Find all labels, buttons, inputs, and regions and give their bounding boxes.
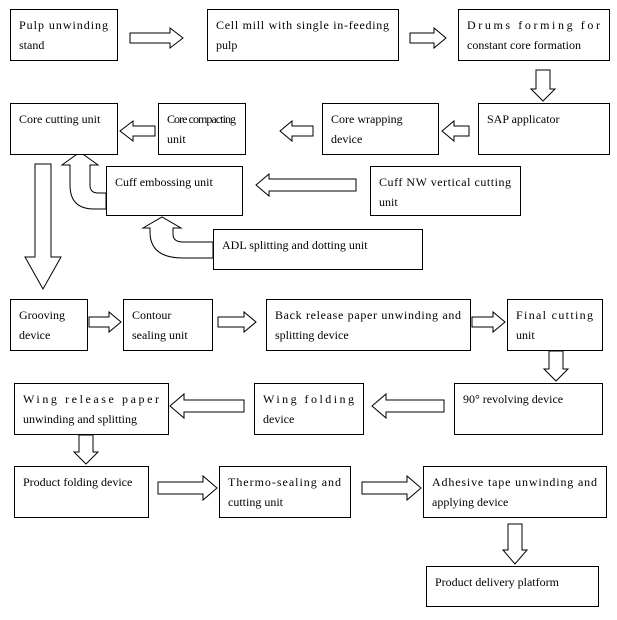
process-box-label-line: Thermo-sealing and <box>228 475 341 489</box>
flow-arrow-adl-splitting-unit-to-cuff-embossing-unit <box>141 216 214 259</box>
process-box-label-line: Contour <box>132 308 171 322</box>
process-box-label-line: device <box>19 328 50 342</box>
process-box-wing-folding-device: Wing folding device <box>254 383 364 435</box>
process-box-core-wrapping-device: Core wrapping device <box>322 103 439 155</box>
process-box-core-cutting-unit: Core cutting unit <box>10 103 118 155</box>
flow-arrow-grooving-device-to-contour-sealing-unit <box>88 310 122 334</box>
process-box-cuff-nw-cutting-unit: Cuff NW vertical cutting unit <box>370 166 521 216</box>
process-box-product-delivery-platform: Product delivery platform <box>426 566 599 607</box>
process-box-frame <box>207 9 399 61</box>
flow-arrow-revolving-device-to-wing-folding-device <box>371 392 445 420</box>
flow-arrow-core-cutting-unit-to-grooving-device <box>24 163 62 291</box>
process-box-back-release-paper: Back release paper unwinding and splittin… <box>266 299 471 351</box>
process-box-label-line: Drums forming for <box>467 18 600 32</box>
process-box-frame <box>10 299 88 351</box>
process-box-frame <box>158 103 246 155</box>
process-box-frame <box>423 466 607 518</box>
process-box-cuff-embossing-unit: Cuff embossing unit <box>106 166 243 216</box>
process-box-pulp-unwinding-stand: Pulp unwinding stand <box>10 9 118 61</box>
flow-arrow-contour-sealing-unit-to-back-release-paper <box>217 310 257 334</box>
process-box-label-line: unit <box>167 132 186 146</box>
flow-arrow-wing-folding-device-to-wing-release-paper <box>169 392 245 420</box>
process-box-grooving-device: Grooving device <box>10 299 88 351</box>
flow-arrow-cuff-nw-cutting-unit-to-cuff-embossing-unit <box>255 172 357 198</box>
process-box-label-line: Back release paper unwinding and <box>275 308 461 322</box>
process-box-label-line: unit <box>516 328 535 342</box>
process-box-label-line: Core wrapping <box>331 112 403 126</box>
process-box-frame <box>454 383 603 435</box>
process-box-label-line: Pulp unwinding <box>19 18 108 32</box>
process-box-label-line: Core cutting unit <box>19 112 101 126</box>
process-box-adhesive-tape-device: Adhesive tape unwinding and applying devi… <box>423 466 607 518</box>
process-box-product-folding-device: Product folding device <box>14 466 149 518</box>
flow-arrow-final-cutting-unit-to-revolving-device <box>542 350 570 382</box>
process-box-frame <box>266 299 471 351</box>
process-box-label-line: pulp <box>216 38 237 52</box>
process-box-label-line: device <box>263 412 294 426</box>
process-box-label-line: unit <box>379 195 398 209</box>
process-box-label-line: constant core formation <box>467 38 581 52</box>
process-box-label-line: cutting unit <box>228 495 284 509</box>
process-box-label-line: Product folding device <box>23 475 132 489</box>
process-box-frame <box>14 383 169 435</box>
process-box-frame <box>10 103 118 155</box>
process-box-label-line: splitting device <box>275 328 349 342</box>
process-box-core-compacting-unit: Core compacting unit <box>158 103 246 155</box>
process-box-frame <box>370 166 521 216</box>
process-box-sap-applicator: SAP applicator <box>478 103 610 155</box>
process-box-label-line: Core compacting <box>167 112 236 126</box>
process-box-label-line: 90° revolving device <box>463 392 563 406</box>
process-box-frame <box>507 299 603 351</box>
flow-arrow-cuff-embossing-unit-to-core-cutting-unit <box>60 151 107 210</box>
process-box-frame <box>219 466 351 518</box>
flow-arrow-thermo-sealing-unit-to-adhesive-tape-device <box>361 474 422 502</box>
flow-arrow-cell-mill-to-drums-forming <box>409 26 447 50</box>
process-box-label-line: ADL splitting and dotting unit <box>222 238 368 252</box>
process-box-cell-mill: Cell mill with single in-feeding pulp <box>207 9 399 61</box>
flow-arrow-back-release-paper-to-final-cutting-unit <box>471 310 506 334</box>
flow-arrow-adhesive-tape-device-to-product-delivery-platform <box>501 523 529 565</box>
process-box-frame <box>106 166 243 216</box>
flow-arrow-drums-forming-to-sap-applicator <box>529 69 557 102</box>
process-box-label-line: applying device <box>432 495 508 509</box>
process-box-label-line: Cuff embossing unit <box>115 175 213 189</box>
process-box-label-line: unwinding and splitting <box>23 412 137 426</box>
process-box-label-line: Grooving <box>19 308 65 322</box>
process-box-frame <box>123 299 213 351</box>
process-box-label-line: stand <box>19 38 44 52</box>
process-box-drums-forming: Drums forming for constant core formation <box>458 9 610 61</box>
process-box-label-line: Wing folding <box>263 392 354 406</box>
process-box-label-line: Cell mill with single in-feeding <box>216 18 389 32</box>
process-box-label-line: SAP applicator <box>487 112 560 126</box>
flow-arrow-core-compacting-unit-to-core-cutting-unit <box>119 119 156 143</box>
process-box-frame <box>14 466 149 518</box>
process-box-contour-sealing-unit: Contour sealing unit <box>123 299 213 351</box>
process-box-frame <box>10 9 118 61</box>
flow-arrow-pulp-unwinding-stand-to-cell-mill <box>129 26 184 50</box>
process-box-label-line: device <box>331 132 362 146</box>
flow-arrow-product-folding-device-to-thermo-sealing-unit <box>157 474 218 502</box>
process-box-frame <box>458 9 610 61</box>
process-box-adl-splitting-unit: ADL splitting and dotting unit <box>213 229 423 270</box>
flow-arrow-wing-release-paper-to-product-folding-device <box>72 434 100 465</box>
flow-arrow-core-wrapping-device-to-core-compacting-unit <box>279 119 314 143</box>
process-box-label-line: Cuff NW vertical cutting <box>379 175 511 189</box>
process-box-frame <box>478 103 610 155</box>
process-box-label-line: Product delivery platform <box>435 575 560 589</box>
process-box-frame <box>426 566 599 607</box>
flow-arrow-sap-applicator-to-core-wrapping-device <box>441 119 470 143</box>
process-box-label-line: Adhesive tape unwinding and <box>432 475 597 489</box>
process-box-frame <box>213 229 423 270</box>
process-box-thermo-sealing-unit: Thermo-sealing and cutting unit <box>219 466 351 518</box>
process-box-frame <box>254 383 364 435</box>
process-box-label-line: sealing unit <box>132 328 188 342</box>
process-box-frame <box>322 103 439 155</box>
process-box-revolving-device: 90° revolving device <box>454 383 603 435</box>
